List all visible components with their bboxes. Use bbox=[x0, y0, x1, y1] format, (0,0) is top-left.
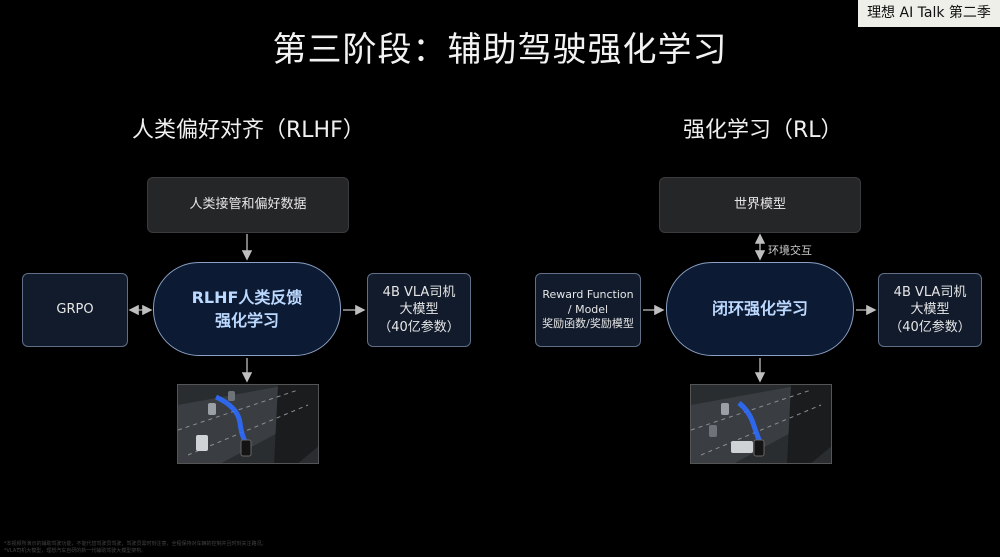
left-human-data-box: 人类接管和偏好数据 bbox=[147, 177, 349, 233]
right-vla-line-2: 大模型 bbox=[910, 302, 950, 318]
grpo-box: GRPO bbox=[22, 273, 128, 347]
footnote-line-2: *VLA司机大模型，理想汽车自研的新一代辅助驾驶大模型架构。 bbox=[4, 548, 147, 554]
world-model-label: 世界模型 bbox=[733, 197, 786, 213]
left-section-heading: 人类偏好对齐（RLHF） bbox=[132, 118, 365, 143]
road-scene-icon bbox=[691, 385, 831, 463]
rlhf-center-line-2: 强化学习 bbox=[214, 311, 279, 330]
left-road-scene-image bbox=[177, 384, 319, 464]
rlhf-center-line-1: RLHF人类反馈 bbox=[191, 287, 303, 307]
closed-loop-rl-node: 闭环强化学习 bbox=[666, 262, 854, 356]
rlhf-center-node: RLHF人类反馈 强化学习 bbox=[153, 262, 341, 356]
left-human-data-label: 人类接管和偏好数据 bbox=[189, 197, 307, 213]
road-scene-icon bbox=[178, 385, 318, 463]
grpo-label: GRPO bbox=[56, 302, 94, 318]
left-vla-line-1: 4B VLA司机 bbox=[382, 284, 456, 300]
right-section-heading: 强化学习（RL） bbox=[683, 118, 843, 143]
left-vla-line-3: （40亿参数） bbox=[378, 319, 460, 335]
page-title: 第三阶段：辅助驾驶强化学习 bbox=[272, 30, 728, 70]
right-road-scene-image bbox=[690, 384, 832, 464]
left-vla-model-box: 4B VLA司机 大模型 （40亿参数） bbox=[367, 273, 471, 347]
reward-function-box: Reward Function / Model 奖励函数/奖励模型 bbox=[535, 273, 641, 347]
footnote-line-1: *本视频所演示的辅助驾驶功能，不能代替驾驶员驾驶，驾驶员需时刻注意，全程保持对车… bbox=[4, 541, 267, 547]
disclaimer-footnote: *本视频所演示的辅助驾驶功能，不能代替驾驶员驾驶，驾驶员需时刻注意，全程保持对车… bbox=[4, 541, 404, 555]
closed-loop-label: 闭环强化学习 bbox=[711, 299, 808, 319]
env-interaction-label: 环境交互 bbox=[768, 244, 812, 257]
reward-line-2: / Model bbox=[567, 302, 609, 316]
reward-line-1: Reward Function bbox=[542, 287, 634, 301]
world-model-box: 世界模型 bbox=[659, 177, 861, 233]
right-vla-line-3: （40亿参数） bbox=[889, 319, 971, 335]
reward-line-3: 奖励函数/奖励模型 bbox=[542, 317, 634, 331]
channel-badge: 理想 AI Talk 第二季 bbox=[858, 0, 1000, 27]
left-vla-line-2: 大模型 bbox=[399, 302, 439, 318]
right-vla-line-1: 4B VLA司机 bbox=[893, 284, 967, 300]
right-vla-model-box: 4B VLA司机 大模型 （40亿参数） bbox=[878, 273, 982, 347]
